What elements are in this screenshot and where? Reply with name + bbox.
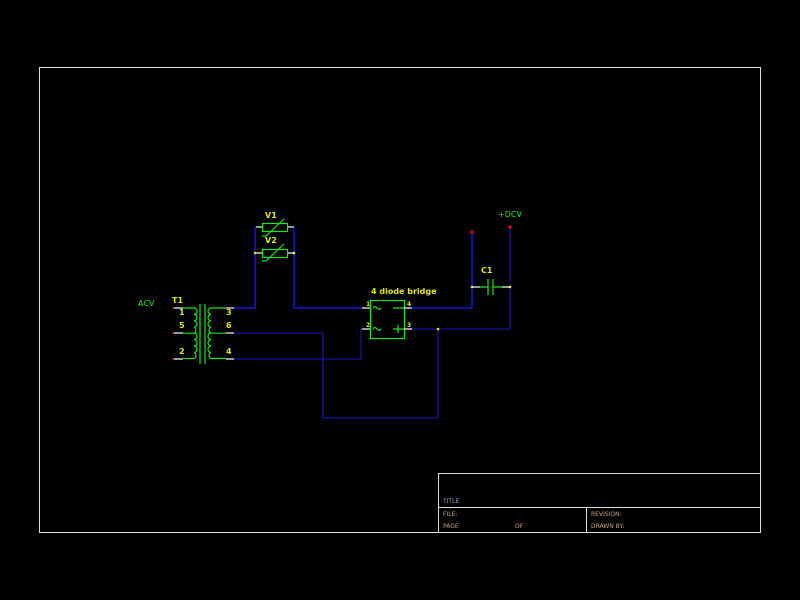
wire-t1-v-left — [234, 227, 256, 309]
terminal-marker — [508, 225, 512, 229]
svg-text:V1: V1 — [265, 211, 277, 220]
file-label: FILE: — [443, 511, 457, 518]
revision-label: REVISION: — [591, 511, 622, 518]
junction-dot — [253, 251, 257, 255]
wire-pin6 — [234, 329, 439, 419]
svg-text:5: 5 — [179, 321, 185, 330]
svg-text:1: 1 — [366, 301, 370, 308]
svg-text:4: 4 — [226, 347, 232, 356]
diode-bridge[interactable]: 4 diode bridge 1 2 4 3 — [362, 287, 437, 340]
wire-bridge3-dc — [412, 227, 511, 330]
title-block: TITLE FILE: PAGE OF REVISION: DRAWN BY: — [438, 473, 761, 533]
wires[interactable] — [234, 225, 512, 419]
wire-pin4-bridge2 — [234, 328, 362, 360]
svg-text:1: 1 — [179, 308, 185, 317]
net-label-acv: ACV — [138, 299, 155, 308]
sheet-border — [39, 67, 761, 533]
svg-text:3: 3 — [407, 322, 411, 329]
svg-text:4 diode bridge: 4 diode bridge — [371, 287, 437, 296]
title-label: TITLE — [442, 498, 459, 505]
svg-text:2: 2 — [366, 322, 370, 329]
capacitor-c1[interactable]: C1 — [472, 266, 510, 295]
svg-text:4: 4 — [407, 301, 411, 308]
wire-bridge4-dc — [412, 232, 473, 309]
svg-text:3: 3 — [226, 308, 232, 317]
varistor-v2[interactable]: V2 — [256, 236, 294, 262]
junction-dot — [436, 327, 440, 331]
varistor-v1[interactable]: V1 — [256, 211, 294, 237]
t1-ref: T1 — [172, 296, 183, 305]
of-label: OF — [515, 523, 524, 530]
wire-v-right-bridge1 — [293, 227, 362, 309]
svg-text:C1: C1 — [481, 266, 493, 275]
net-label-dcv: +DCV — [498, 210, 522, 219]
svg-text:6: 6 — [226, 321, 232, 330]
svg-text:2: 2 — [179, 347, 185, 356]
page-label: PAGE — [443, 523, 459, 530]
drawn-by-label: DRAWN BY: — [591, 523, 624, 530]
terminal-marker — [470, 230, 474, 234]
svg-text:V2: V2 — [265, 236, 277, 245]
transformer-t1[interactable]: T1 1 5 2 3 6 4 — [172, 296, 234, 364]
